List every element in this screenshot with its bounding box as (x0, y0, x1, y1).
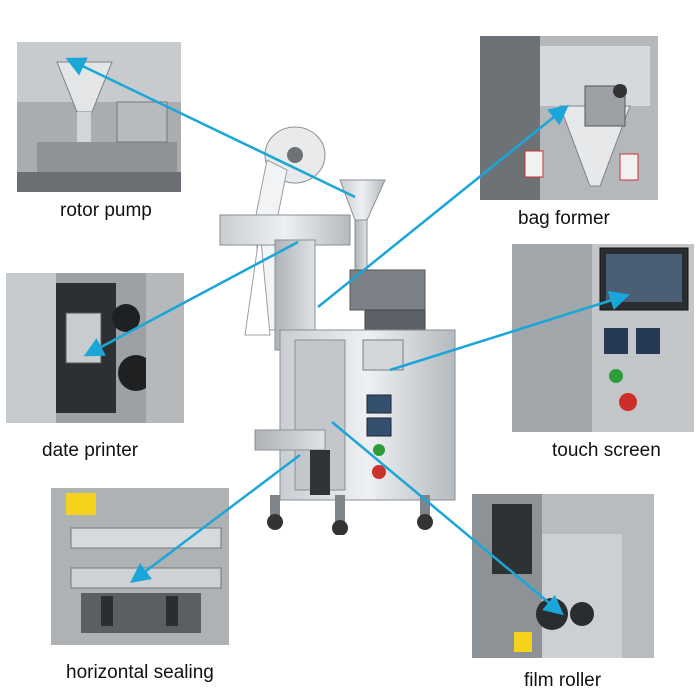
date-printer-photo (6, 273, 184, 423)
date-printer-label: date printer (42, 440, 139, 461)
horizontal-sealing-label: horizontal sealing (66, 662, 214, 683)
bag-former-label: bag former (518, 208, 610, 229)
rotor-pump-label: rotor pump (60, 200, 152, 221)
touch-screen-photo (512, 244, 694, 432)
horizontal-sealing-photo (51, 488, 229, 645)
film-roller-label: film roller (524, 670, 602, 691)
packing-machine-image (215, 110, 465, 535)
rotor-pump-photo (17, 42, 181, 192)
film-roller-photo (472, 494, 654, 658)
bag-former-photo (480, 36, 658, 200)
touch-screen-label: touch screen (552, 440, 661, 461)
